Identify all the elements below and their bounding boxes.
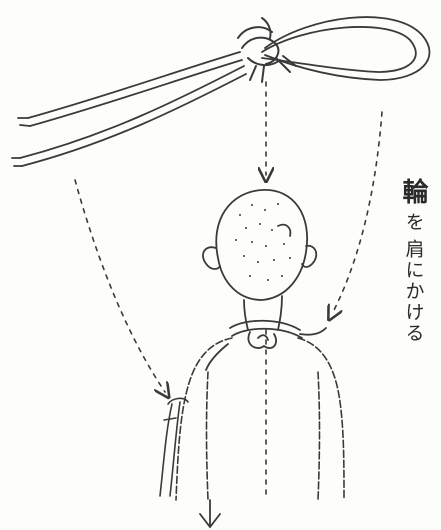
arrow-left (75, 180, 165, 392)
person-head (203, 190, 316, 330)
down-arrow (200, 500, 220, 527)
rope-ends (12, 52, 246, 166)
caption-line-3: 肩にかける (404, 239, 423, 344)
head-stubble (235, 203, 291, 281)
rope-loop (262, 17, 430, 80)
guide-arrows (75, 82, 382, 500)
arrow-right (332, 112, 382, 314)
caption-line-1: 輪 (400, 178, 426, 206)
hanging-rope-ends (160, 398, 188, 496)
caption-line-2: を (404, 212, 423, 233)
person-body (176, 338, 344, 500)
instruction-caption: 輪 を 肩にかける (393, 178, 433, 344)
